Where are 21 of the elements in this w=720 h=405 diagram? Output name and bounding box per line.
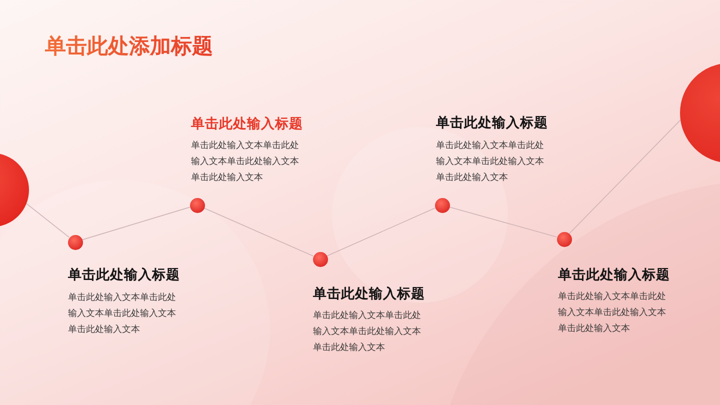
timeline-dot: [556, 232, 572, 246]
connector-line: [82, 206, 190, 240]
connector-line: [448, 206, 558, 238]
connector-line: [26, 203, 70, 238]
timeline-dot: [190, 198, 204, 212]
connector-line: [568, 120, 681, 234]
step-heading: 单击此处输入标题: [191, 116, 303, 132]
timeline-dot: [434, 198, 450, 212]
step-description: 单击此处输入文本单击此处输入文本单击此处输入文本单击此处输入文本: [191, 139, 300, 184]
step-heading: 单击此处输入标题: [313, 286, 425, 302]
step-description: 单击此处输入文本单击此处输入文本单击此处输入文本单击此处输入文本: [558, 290, 667, 335]
step-description: 单击此处输入文本单击此处输入文本单击此处输入文本单击此处输入文本: [313, 309, 422, 354]
step-heading: 单击此处输入标题: [558, 267, 670, 283]
timeline-dot: [312, 252, 328, 266]
step-heading: 单击此处输入标题: [436, 115, 548, 131]
step-description: 单击此处输入文本单击此处输入文本单击此处输入文本单击此处输入文本: [68, 291, 177, 336]
connector-line: [203, 208, 314, 256]
step-description: 单击此处输入文本单击此处输入文本单击此处输入文本单击此处输入文本: [436, 139, 545, 184]
step-heading: 单击此处输入标题: [68, 267, 180, 283]
timeline-dot: [68, 234, 82, 250]
connector-line: [326, 208, 436, 256]
